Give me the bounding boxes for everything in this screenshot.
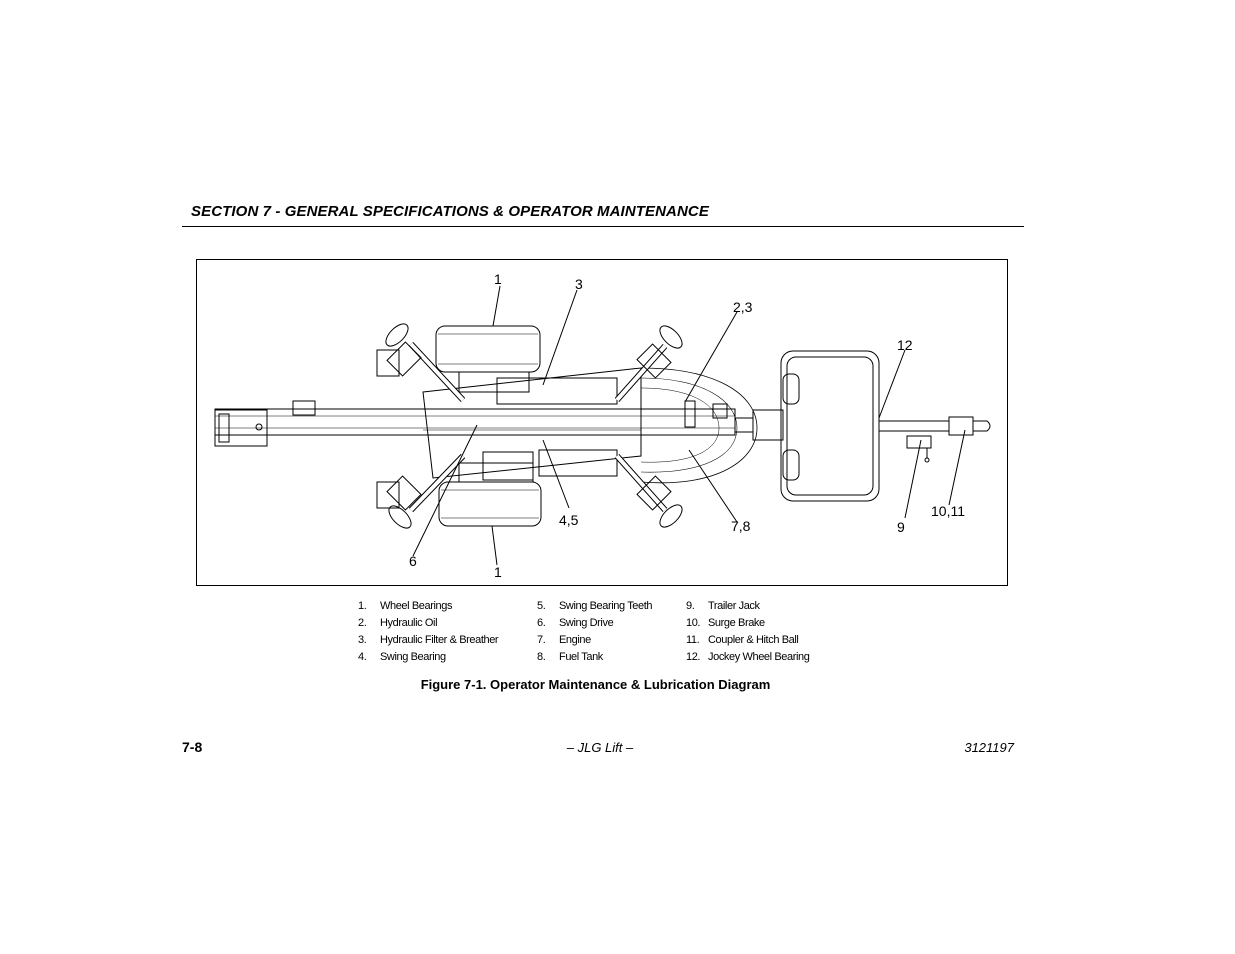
callout-10-11: 10,11 <box>931 503 965 519</box>
legend-label: Jockey Wheel Bearing <box>708 651 810 663</box>
legend-label: Fuel Tank <box>559 651 603 663</box>
legend-label: Engine <box>559 634 591 646</box>
page-number: 7-8 <box>182 739 203 755</box>
footer-brand: – JLG Lift – <box>566 740 634 755</box>
legend-label: Hydraulic Filter & Breather <box>380 634 499 646</box>
legend-number: 12. <box>686 651 701 663</box>
chassis <box>422 367 758 484</box>
legend-label: Swing Bearing Teeth <box>559 600 653 612</box>
callout-3: 3 <box>575 276 583 292</box>
legend-number: 3. <box>358 634 367 646</box>
legend-label: Hydraulic Oil <box>380 617 438 629</box>
legend-number: 9. <box>686 600 695 612</box>
figure-caption: Figure 7-1. Operator Maintenance & Lubri… <box>420 677 771 692</box>
legend-number: 10. <box>686 617 701 629</box>
callout-1-top: 1 <box>494 271 502 287</box>
callout-2-3: 2,3 <box>733 299 753 315</box>
figure-legend: 1. Wheel Bearings 2. Hydraulic Oil 3. Hy… <box>0 598 1235 670</box>
callout-4-5: 4,5 <box>559 512 579 528</box>
callout-1-bottom: 1 <box>494 564 502 580</box>
leader-lines <box>412 285 966 566</box>
legend-label: Surge Brake <box>708 617 765 629</box>
document-number: 3121197 <box>964 740 1014 755</box>
legend-number: 6. <box>537 617 546 629</box>
lubrication-diagram: 1 3 2,3 12 4,5 7,8 9 10,11 6 1 <box>196 259 1008 586</box>
legend-number: 4. <box>358 651 367 663</box>
header-rule <box>182 226 1024 227</box>
legend-number: 11. <box>686 634 700 646</box>
boom <box>214 400 736 447</box>
callout-6: 6 <box>409 553 417 569</box>
legend-number: 1. <box>358 600 367 612</box>
legend-label: Trailer Jack <box>708 600 760 612</box>
legend-label: Coupler & Hitch Ball <box>708 634 799 646</box>
legend-number: 8. <box>537 651 546 663</box>
legend-label: Swing Bearing <box>380 651 446 663</box>
lower-wheel <box>438 462 542 527</box>
callout-12: 12 <box>897 337 913 353</box>
outriggers <box>376 323 683 529</box>
tow-tongue <box>878 416 991 463</box>
legend-label: Wheel Bearings <box>380 600 453 612</box>
callout-9: 9 <box>897 519 905 535</box>
legend-number: 5. <box>537 600 546 612</box>
upper-wheel <box>435 325 541 393</box>
lift-topview-drawing: 1 3 2,3 12 4,5 7,8 9 10,11 6 1 <box>214 271 991 580</box>
callout-7-8: 7,8 <box>731 518 751 534</box>
legend-label: Swing Drive <box>559 617 614 629</box>
legend-number: 2. <box>358 617 367 629</box>
legend-number: 7. <box>537 634 546 646</box>
section-title: SECTION 7 - GENERAL SPECIFICATIONS & OPE… <box>191 203 709 220</box>
